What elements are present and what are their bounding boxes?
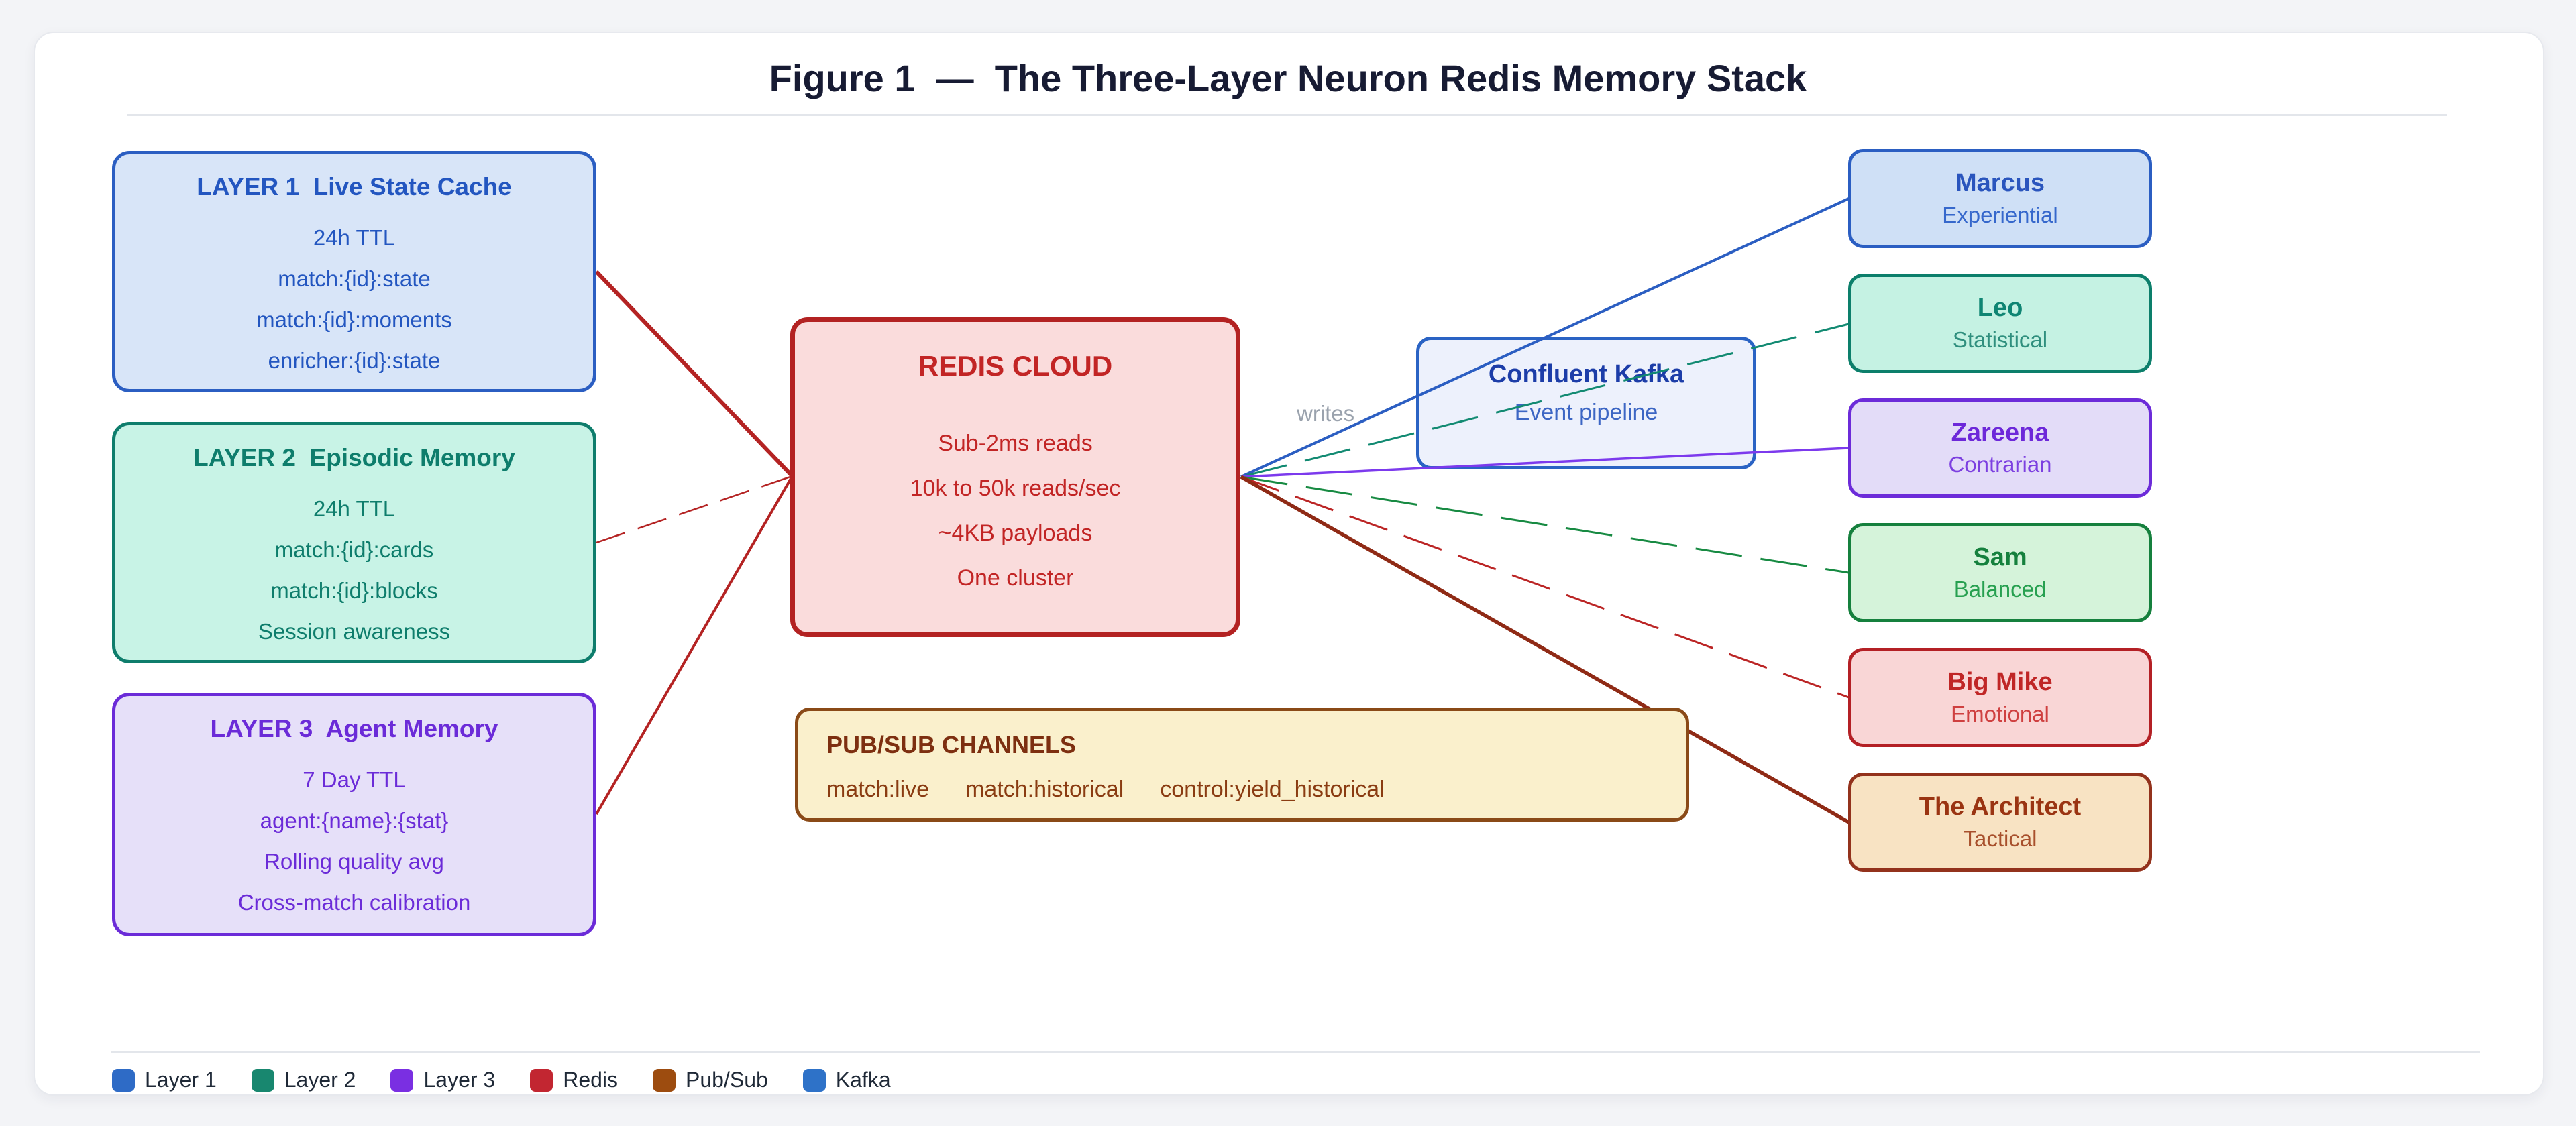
agent-name: Sam: [1973, 543, 2027, 571]
legend-item-layer2: Layer 2: [251, 1068, 356, 1092]
agent-name: Zareena: [1951, 418, 2049, 447]
kafka-subtitle: Event pipeline: [1514, 400, 1658, 425]
pubsub-channel: match:live: [826, 777, 930, 802]
layer3-line: Rolling quality avg: [264, 849, 444, 874]
layer1-line: match:{id}:moments: [256, 307, 452, 332]
node-agent-leo: Leo Statistical: [1848, 274, 2152, 373]
agent-trait: Experiential: [1942, 203, 2058, 227]
agent-trait: Statistical: [1952, 327, 2048, 352]
legend-swatch-pubsub: [653, 1068, 676, 1092]
legend-item-pubsub: Pub/Sub: [653, 1068, 768, 1092]
redis-line: Sub-2ms reads: [938, 431, 1093, 456]
agent-name: Leo: [1977, 294, 2023, 322]
agent-trait: Contrarian: [1948, 452, 2052, 477]
layer2-lines: 24h TTL match:{id}:cards match:{id}:bloc…: [115, 488, 593, 652]
legend-swatch-layer1: [112, 1068, 135, 1092]
node-kafka: Confluent Kafka Event pipeline: [1416, 337, 1756, 469]
node-agent-marcus: Marcus Experiential: [1848, 149, 2152, 248]
layer3-line: Cross-match calibration: [237, 890, 471, 915]
layer3-line: agent:{name}:{stat}: [260, 808, 449, 833]
legend-divider: [111, 1051, 2480, 1053]
legend-label: Layer 1: [145, 1068, 217, 1092]
layer1-title: LAYER 1 Live State Cache: [197, 173, 512, 201]
agent-trait: Emotional: [1951, 701, 2049, 726]
legend-swatch-redis: [530, 1068, 553, 1092]
pubsub-channel: match:historical: [965, 777, 1124, 802]
layer2-title: LAYER 2 Episodic Memory: [193, 444, 515, 471]
node-layer3: LAYER 3 Agent Memory 7 Day TTL agent:{na…: [112, 693, 596, 936]
node-agent-sam: Sam Balanced: [1848, 523, 2152, 622]
layer1-lines: 24h TTL match:{id}:state match:{id}:mome…: [115, 217, 593, 381]
legend: Layer 1 Layer 2 Layer 3 Redis Pub/Sub Ka…: [112, 1068, 891, 1092]
legend-label: Redis: [563, 1068, 619, 1092]
layer2-line: Session awareness: [258, 619, 451, 644]
legend-item-kafka: Kafka: [802, 1068, 891, 1092]
agent-name: Big Mike: [1947, 668, 2053, 696]
agent-trait: Tactical: [1963, 826, 2037, 851]
layer2-line: match:{id}:blocks: [270, 578, 438, 603]
node-agent-architect: The Architect Tactical: [1848, 773, 2152, 872]
legend-item-layer1: Layer 1: [112, 1068, 217, 1092]
node-agent-zareena: Zareena Contrarian: [1848, 398, 2152, 498]
layer3-lines: 7 Day TTL agent:{name}:{stat} Rolling qu…: [115, 759, 593, 923]
legend-swatch-kafka: [802, 1068, 826, 1092]
legend-swatch-layer2: [251, 1068, 274, 1092]
figure-title: Figure 1 — The Three-Layer Neuron Redis …: [769, 57, 1807, 99]
layer3-title: LAYER 3 Agent Memory: [210, 715, 498, 742]
agent-name: The Architect: [1919, 793, 2082, 821]
legend-label: Layer 2: [284, 1068, 356, 1092]
node-layer1: LAYER 1 Live State Cache 24h TTL match:{…: [112, 151, 596, 392]
pubsub-channels: match:live match:historical control:yiel…: [826, 777, 1658, 803]
legend-label: Pub/Sub: [686, 1068, 768, 1092]
title-divider: [127, 114, 2447, 116]
agent-name: Marcus: [1955, 169, 2045, 197]
legend-label: Kafka: [835, 1068, 891, 1092]
layer2-line: 24h TTL: [313, 496, 396, 521]
node-pubsub: PUB/SUB CHANNELS match:live match:histor…: [795, 708, 1689, 822]
layer2-line: match:{id}:cards: [274, 537, 434, 562]
node-agent-bigmike: Big Mike Emotional: [1848, 648, 2152, 747]
layer1-line: 24h TTL: [313, 225, 396, 250]
legend-item-layer3: Layer 3: [390, 1068, 495, 1092]
layer1-line: enricher:{id}:state: [268, 348, 441, 373]
redis-line: One cluster: [957, 565, 1074, 591]
node-redis: REDIS CLOUD Sub-2ms reads 10k to 50k rea…: [790, 317, 1240, 637]
redis-line: ~4KB payloads: [938, 520, 1093, 546]
redis-line: 10k to 50k reads/sec: [910, 475, 1121, 501]
legend-label: Layer 3: [423, 1068, 496, 1092]
redis-title: REDIS CLOUD: [918, 350, 1113, 382]
kafka-title: Confluent Kafka: [1488, 360, 1684, 388]
edge-label-writes: writes: [1297, 401, 1355, 426]
pubsub-title: PUB/SUB CHANNELS: [826, 731, 1077, 758]
redis-lines: Sub-2ms reads 10k to 50k reads/sec ~4KB …: [795, 421, 1236, 601]
legend-item-redis: Redis: [530, 1068, 618, 1092]
pubsub-channel: control:yield_historical: [1160, 777, 1385, 802]
node-layer2: LAYER 2 Episodic Memory 24h TTL match:{i…: [112, 422, 596, 663]
agent-trait: Balanced: [1953, 577, 2047, 602]
layer3-line: 7 Day TTL: [303, 767, 406, 792]
layer1-line: match:{id}:state: [278, 266, 431, 291]
legend-swatch-layer3: [390, 1068, 414, 1092]
